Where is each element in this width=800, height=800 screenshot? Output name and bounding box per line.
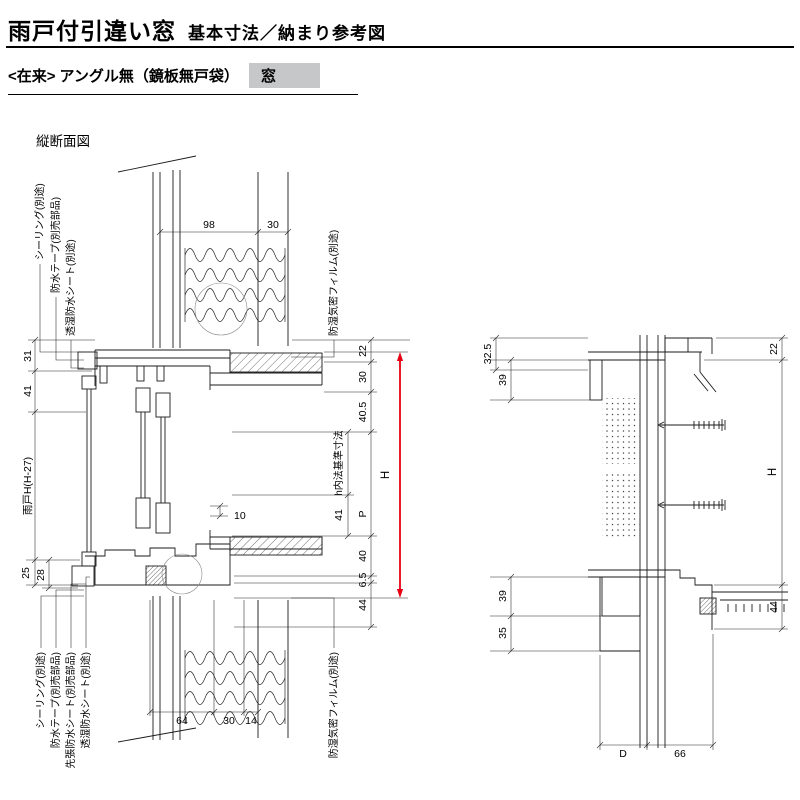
dim-35: 35 (497, 627, 509, 639)
label-breathable-sheet-bottom: 透湿防水シート(別途) (79, 652, 92, 749)
dim-p: P (357, 510, 369, 517)
dim-d: D (619, 748, 627, 760)
h-dimension-arrow-top (396, 352, 404, 361)
dim-25: 25 (20, 567, 32, 579)
dim-6-5: 6.5 (357, 573, 369, 588)
dim-39-top: 39 (497, 374, 509, 386)
left-view-annotation-labels: シーリング(別途) 防水テープ(別売部品) 透湿防水シート(別途) 防湿気密フィ… (33, 183, 340, 768)
dim-h-right-view: H (767, 468, 779, 476)
dim-h-base: h内法基準寸法 (332, 430, 345, 496)
dim-40: 40 (357, 550, 369, 562)
dim-98: 98 (203, 219, 215, 231)
dim-top-30: 30 (267, 219, 279, 231)
label-waterproof-tape-top: 防水テープ(別売部品) (49, 197, 62, 293)
category-text: アングル無（鏡板無戸袋） (59, 68, 239, 85)
left-view-dimension-labels: 98 30 31 41 雨戸H(H-27) 25 28 22 30 40.5 h… (20, 219, 392, 727)
dim-amado-h: 雨戸H(H-27) (22, 457, 34, 515)
label-pre-waterproof-sheet-bottom: 先張防水シート(別売部品) (64, 652, 77, 769)
dim-31: 31 (22, 350, 34, 362)
left-view-wall-and-frame (71, 155, 323, 743)
detail-callout-circles (161, 282, 248, 595)
section-title: 縦断面図 (36, 134, 90, 149)
label-sealing-top: シーリング(別途) (33, 183, 46, 260)
label-vapor-film-bottom: 防湿気密フィルム(別途) (327, 652, 340, 758)
dim-64: 64 (176, 715, 188, 727)
dim-right-30: 30 (357, 371, 369, 383)
left-view-dimension-lines (26, 228, 410, 716)
dim-h: H (380, 471, 392, 479)
dim-14: 14 (245, 715, 257, 727)
right-view-wall-and-frame (588, 335, 788, 748)
left-view-h-dimension-red (396, 352, 404, 598)
dim-40-5: 40.5 (357, 402, 369, 423)
dim-44: 44 (357, 599, 369, 611)
label-sealing-bottom: シーリング(別途) (34, 652, 47, 729)
left-view-annotation-leaders (39, 264, 335, 648)
dim-10: 10 (234, 510, 246, 522)
right-view-dimension-lines (490, 334, 788, 750)
category-badge: 窓 (248, 63, 320, 88)
vertical-section-drawing: 98 30 31 41 雨戸H(H-27) 25 28 22 30 40.5 h… (20, 155, 788, 769)
h-dimension-arrow-bottom (396, 589, 404, 598)
dim-66: 66 (674, 748, 686, 760)
dim-22-right-view: 22 (768, 343, 780, 355)
dim-bottom-30: 30 (223, 715, 235, 727)
dim-39-bottom: 39 (497, 590, 509, 602)
dim-41-right: 41 (333, 509, 345, 521)
dim-44-right-view: 44 (768, 601, 780, 613)
dim-22: 22 (357, 345, 369, 357)
page-title: 雨戸付引違い窓 (8, 18, 176, 44)
dim-41-left: 41 (22, 385, 34, 397)
label-vapor-film-top: 防湿気密フィルム(別途) (327, 230, 340, 336)
dim-32-5: 32.5 (482, 344, 494, 365)
right-view-dimension-labels: 32.5 39 39 35 22 H 44 D 66 (482, 343, 780, 760)
page-header: 雨戸付引違い窓 基本寸法／納まり参考図 (8, 12, 386, 46)
category-prefix: <在来> (8, 68, 56, 85)
category-row: <在来> アングル無（鏡板無戸袋） 窓 (8, 63, 358, 95)
title-divider (6, 46, 794, 48)
label-breathable-sheet-top: 透湿防水シート(別途) (64, 239, 77, 336)
right-view-insulation (602, 398, 640, 540)
page-title-suffix: 基本寸法／納まり参考図 (188, 24, 386, 43)
dim-28: 28 (35, 569, 47, 581)
left-view-insulation (184, 248, 286, 725)
label-waterproof-tape-bottom: 防水テープ(別売部品) (49, 652, 62, 748)
